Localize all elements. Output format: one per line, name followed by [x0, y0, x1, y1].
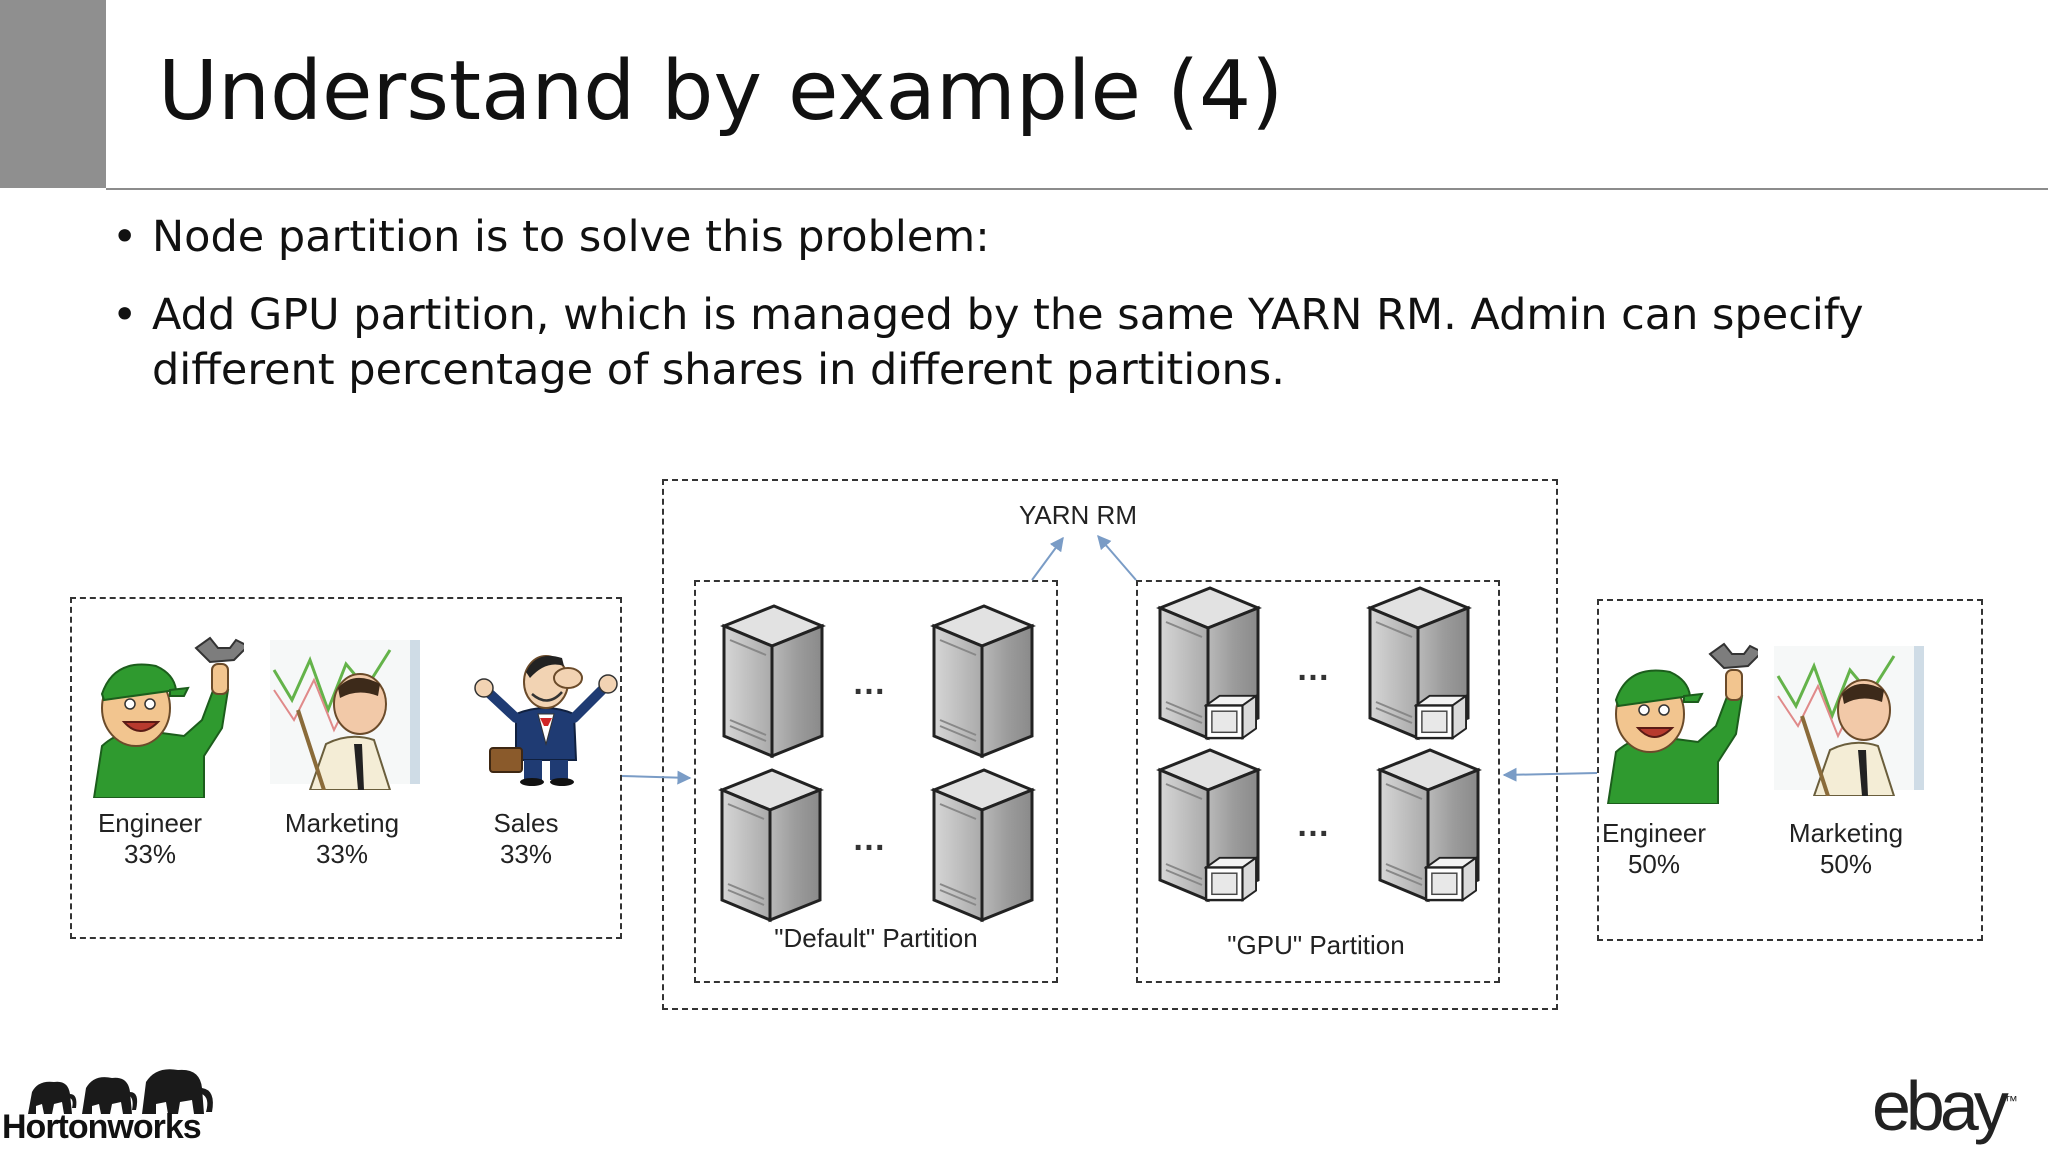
hortonworks-logo-text: Hortonworks	[2, 1108, 202, 1146]
gpu-card-icon	[1204, 854, 1262, 902]
team-share: 33%	[123, 839, 177, 869]
gpu-card-icon	[1424, 854, 1482, 902]
engineer-figure-icon	[1606, 642, 1758, 804]
gpu-card-icon	[1204, 692, 1262, 740]
marketing-figure-icon	[270, 640, 420, 790]
gpu-card-icon	[1414, 692, 1472, 740]
sales-figure-icon	[474, 655, 618, 786]
ebay-logo: ebay™	[1872, 1066, 2018, 1146]
default-partition-box	[694, 580, 1058, 983]
right-team-group-box	[1597, 599, 1983, 941]
gpu-partition-label: "GPU" Partition	[1227, 930, 1405, 960]
team-name: Sales	[493, 808, 559, 838]
default-partition-label: "Default" Partition	[774, 923, 978, 953]
team-name: Marketing	[284, 808, 400, 838]
team-name: Engineer	[97, 808, 203, 838]
server-icon	[716, 764, 826, 924]
server-icon	[928, 600, 1038, 760]
ellipsis: …	[1296, 806, 1333, 844]
team-share: 50%	[1819, 849, 1873, 879]
yarn-rm-label: YARN RM	[1019, 500, 1137, 530]
ebay-logo-text: ebay	[1872, 1067, 2009, 1145]
title-divider	[106, 188, 2048, 190]
ebay-trademark: ™	[2003, 1092, 2018, 1109]
left-team-group-box	[70, 597, 622, 939]
ellipsis: …	[852, 820, 889, 858]
slide-title: Understand by example (4)	[158, 44, 1284, 139]
server-icon	[718, 600, 828, 760]
header-accent-block	[0, 0, 106, 188]
engineer-figure-icon	[92, 636, 244, 798]
team-name: Engineer	[1601, 818, 1707, 848]
yarn-rm-box	[662, 479, 1558, 1010]
gpu-partition-box	[1136, 580, 1500, 983]
ellipsis: …	[1296, 650, 1333, 688]
bullet-2: Add GPU partition, which is managed by t…	[112, 288, 1972, 398]
bullet-1: Node partition is to solve this problem:	[112, 210, 1972, 265]
server-icon	[928, 764, 1038, 924]
hortonworks-elephants-logo	[28, 1069, 213, 1114]
team-name: Marketing	[1788, 818, 1904, 848]
team-share: 50%	[1627, 849, 1681, 879]
ellipsis: …	[852, 664, 889, 702]
marketing-figure-icon	[1774, 646, 1924, 796]
team-share: 33%	[499, 839, 553, 869]
team-share: 33%	[315, 839, 369, 869]
